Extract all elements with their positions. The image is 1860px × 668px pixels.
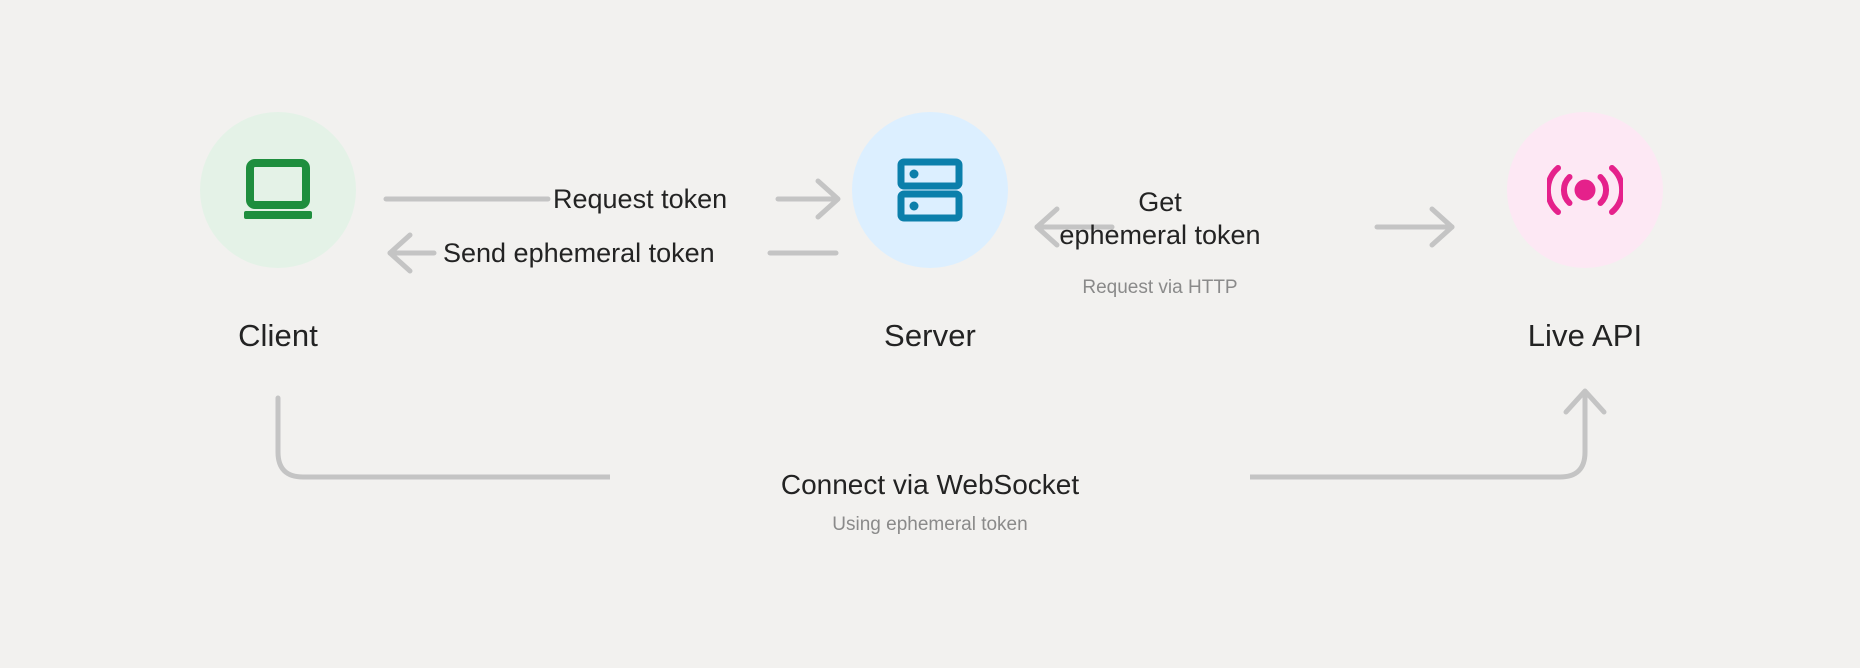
edge-label-get-ephemeral-token-line1: Get: [1138, 187, 1182, 217]
node-server[interactable]: [852, 112, 1008, 268]
edge-sublabel-request-via-http: Request via HTTP: [1082, 277, 1238, 298]
edge-label-connect-websocket: Connect via WebSocket: [610, 469, 1250, 501]
edge-connect-websocket: [275, 388, 1607, 480]
laptop-icon: [244, 159, 312, 219]
edge-label-send-ephemeral-token: Send ephemeral token: [443, 238, 715, 268]
node-label-server: Server: [884, 318, 976, 353]
edge-sublabel-using-ephemeral-token: Using ephemeral token: [832, 514, 1028, 535]
node-label-live-api: Live API: [1527, 318, 1643, 353]
broadcast-icon: [1547, 165, 1623, 215]
node-client[interactable]: [200, 112, 356, 268]
edge-label-get-ephemeral-token-line2: ephemeral token: [1059, 219, 1261, 250]
edge-label-request-token: Request token: [553, 184, 728, 214]
node-label-client: Client: [238, 318, 318, 353]
node-live-api[interactable]: [1507, 112, 1663, 268]
server-rack-icon: [897, 158, 963, 222]
edge-label-get-ephemeral-token: Get ephemeral token: [1010, 186, 1310, 252]
edge-get-ephemeral-token-right-arrow: [1374, 206, 1455, 248]
